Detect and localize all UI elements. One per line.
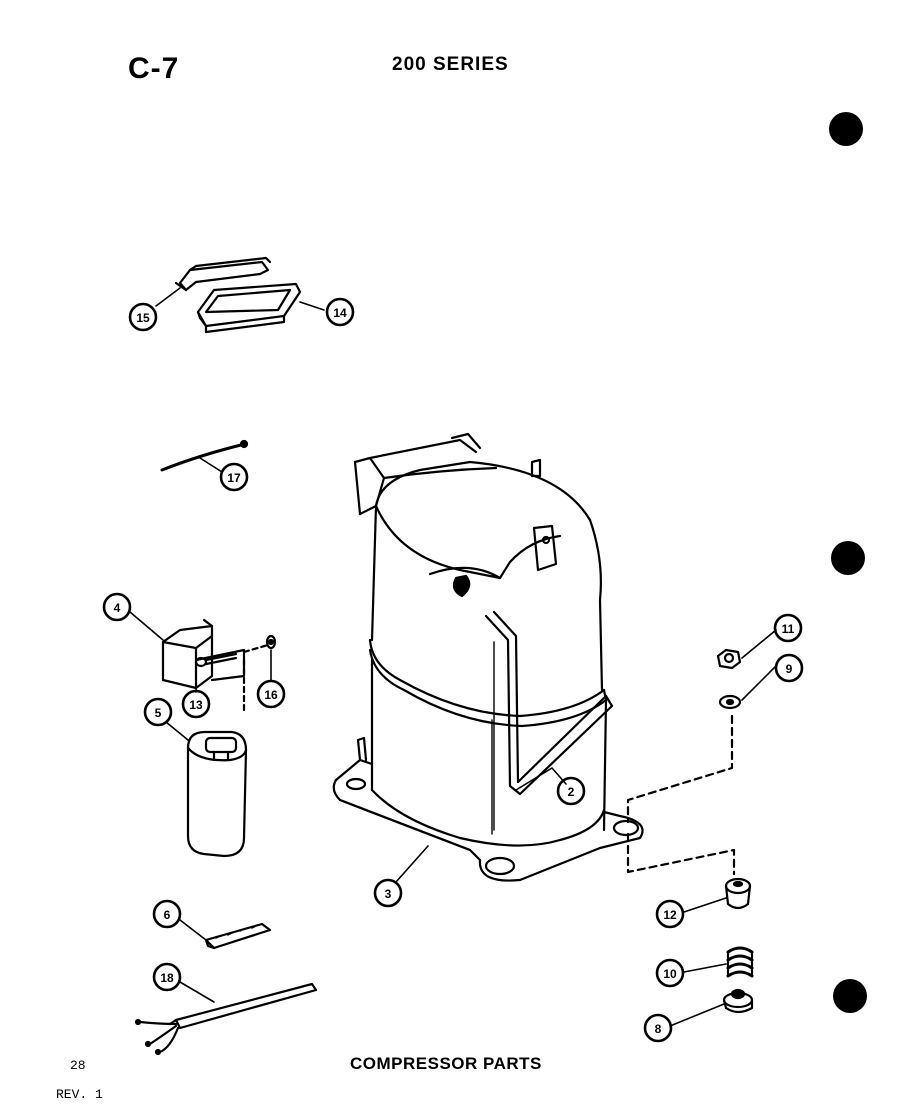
callout-8: 8 — [655, 1022, 662, 1036]
part-11-nut — [716, 648, 742, 670]
callout-6: 6 — [164, 908, 171, 922]
callout-16: 16 — [264, 688, 278, 702]
callout-12: 12 — [663, 908, 677, 922]
part-5-capacitor — [186, 730, 248, 858]
binder-hole-middle — [831, 541, 865, 575]
part-10-spring — [726, 946, 754, 978]
callout-17: 17 — [227, 471, 241, 485]
callout-18: 18 — [160, 971, 174, 985]
callout-11: 11 — [782, 622, 795, 636]
part-16-nut — [265, 634, 277, 650]
revision-label: REV. 1 — [56, 1087, 103, 1102]
leader-dash-upper-mount — [626, 714, 734, 824]
leader-dash-lower-mount — [626, 832, 736, 876]
callout-13: 13 — [189, 698, 203, 712]
callout-3: 3 — [385, 887, 392, 901]
callout-15: 15 — [136, 311, 150, 325]
part-9-washer — [718, 694, 742, 710]
callout-circles — [102, 297, 804, 1043]
series-title: 200 SERIES — [392, 54, 509, 75]
callout-9: 9 — [786, 662, 793, 676]
part-17-tube — [160, 439, 249, 472]
part-6-terminal-strip — [204, 922, 272, 950]
callout-14: 14 — [333, 306, 347, 320]
part-13-screw — [194, 652, 238, 668]
part-8-grommet — [722, 988, 754, 1014]
part-12-sleeve — [724, 877, 752, 910]
compressor-body — [332, 432, 644, 882]
callout-4: 4 — [114, 601, 121, 615]
callout-leaders — [129, 287, 777, 1027]
part-15-clip — [174, 256, 272, 292]
callout-5: 5 — [155, 706, 162, 720]
callout-2: 2 — [568, 785, 575, 799]
part-14-cover — [196, 282, 302, 334]
page-id: C-7 — [128, 52, 180, 85]
diagram-caption: COMPRESSOR PARTS — [350, 1054, 542, 1073]
binder-hole-top — [829, 112, 863, 146]
part-18-heater — [134, 982, 318, 1056]
leader-dash-16 — [242, 643, 270, 654]
page-number: 28 — [70, 1058, 86, 1073]
callout-10: 10 — [663, 967, 677, 981]
binder-hole-bottom — [833, 979, 867, 1013]
